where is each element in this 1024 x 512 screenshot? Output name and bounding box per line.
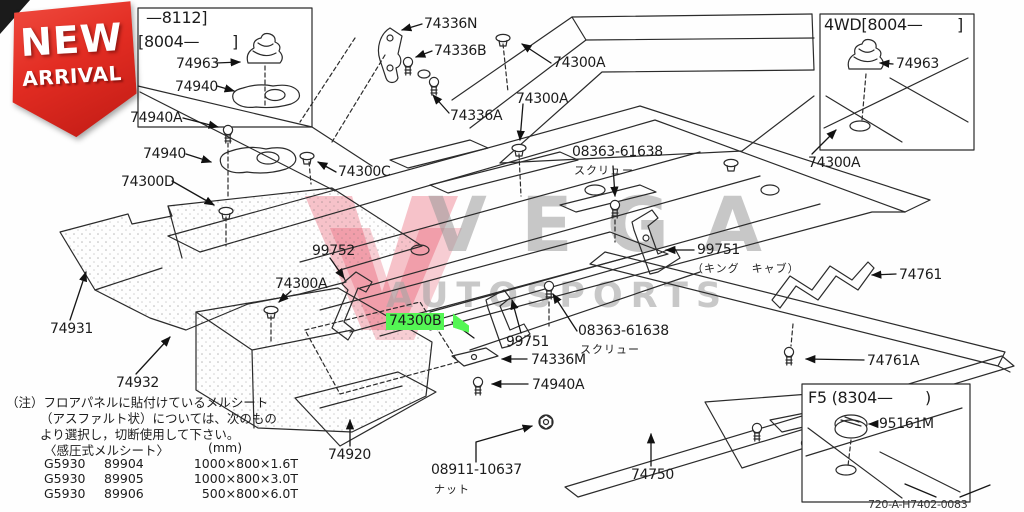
label-74920: 74920 (328, 447, 372, 463)
inset-4wd-title: 4WD[8004— (824, 15, 923, 34)
label-screw-lower: 08363-61638 (578, 323, 669, 339)
note-row-code1: G5930 (44, 486, 86, 501)
inset-4wd-title-close: ] (957, 15, 963, 34)
label-nut-kana: ナット (434, 483, 470, 496)
label-99752: 99752 (312, 243, 356, 259)
inset-tl-code-top: —8112] (146, 8, 208, 27)
label-74963-4wd: 74963 (896, 56, 940, 72)
label-74931: 74931 (50, 321, 94, 337)
label-74932: 74932 (116, 375, 160, 391)
inset-f5-title-close: ) (925, 388, 931, 407)
label-74300a-left: 74300A (275, 276, 328, 292)
note-row-size: 500×800×6.0T (201, 486, 298, 501)
note-row-code2: 89904 (104, 456, 144, 471)
label-74761a: 74761A (867, 353, 920, 369)
inset-tl-code-bottom: [8004— (138, 32, 200, 51)
label-74300b-highlighted: 74300B (386, 313, 445, 330)
label-74336a: 74336A (450, 108, 503, 124)
inset-f5-title: F5 (8304— (808, 388, 893, 407)
label-99751-king: 99751 (697, 242, 741, 258)
label-74300d: 74300D (121, 174, 175, 190)
label-99751-king-kana: （キング キャブ） (692, 262, 800, 275)
label-74336b: 74336B (434, 43, 487, 59)
label-74300c: 74300C (338, 164, 391, 180)
badge-text-new: NEW (18, 14, 124, 66)
label-74300a-mid: 74300A (516, 91, 569, 107)
label-74940a-lower: 74940A (532, 377, 585, 393)
doc-code: 720-A-H7402-0083 (868, 498, 968, 511)
note-row-code1: G5930 (44, 456, 86, 471)
note-row-code1: G5930 (44, 471, 86, 486)
note-table-row: G5930 89905 1000×800×3.0T (44, 471, 298, 486)
note-table-row: G5930 89906 500×800×6.0T (44, 486, 298, 501)
label-99751-lower: 99751 (506, 334, 550, 350)
label-screw-upper-kana: スクリュー (574, 164, 634, 177)
label-74963-inset: 74963 (176, 56, 220, 72)
label-74300a-top: 74300A (553, 55, 606, 71)
badge-text-arrival: ARRIVAL (21, 60, 123, 92)
label-74750: 74750 (631, 467, 675, 483)
label-nut-num: 08911-10637 (431, 462, 522, 478)
inset-tl-code-close: ] (232, 32, 238, 51)
note-row-code2: 89906 (104, 486, 144, 501)
label-74761: 74761 (899, 267, 943, 283)
label-screw-upper: 08363-61638 (572, 144, 663, 160)
label-74336n: 74336N (424, 16, 478, 32)
label-74940-main: 74940 (143, 146, 187, 162)
new-arrival-badge: NEW ARRIVAL (8, 0, 136, 140)
label-74940-inset: 74940 (175, 79, 219, 95)
note-row-size: 1000×800×1.6T (193, 456, 298, 471)
label-74300a-4wd: 74300A (808, 155, 861, 171)
label-95161m: 95161M (879, 416, 934, 432)
note-line-3: より選択し，切断使用して下さい。 (40, 427, 240, 442)
note-row-size: 1000×800×3.0T (193, 471, 298, 486)
label-74940a-top: 74940A (130, 110, 183, 126)
note-line-1: （注）フロアパネルに貼付けているメルシート (6, 395, 269, 410)
note-line-4-unit: (mm) (208, 440, 243, 455)
note-table-row: G5930 89904 1000×800×1.6T (44, 456, 298, 471)
label-74336m: 74336M (531, 352, 586, 368)
note-line-4: 〈感圧式メルシート〉 (44, 443, 170, 458)
note-line-2: （アスファルト状）については、次のもの (40, 411, 277, 426)
badge-ribbon-shape: NEW ARRIVAL (6, 0, 138, 142)
note-row-code2: 89905 (104, 471, 144, 486)
label-screw-lower-kana: スクリュー (580, 343, 640, 356)
